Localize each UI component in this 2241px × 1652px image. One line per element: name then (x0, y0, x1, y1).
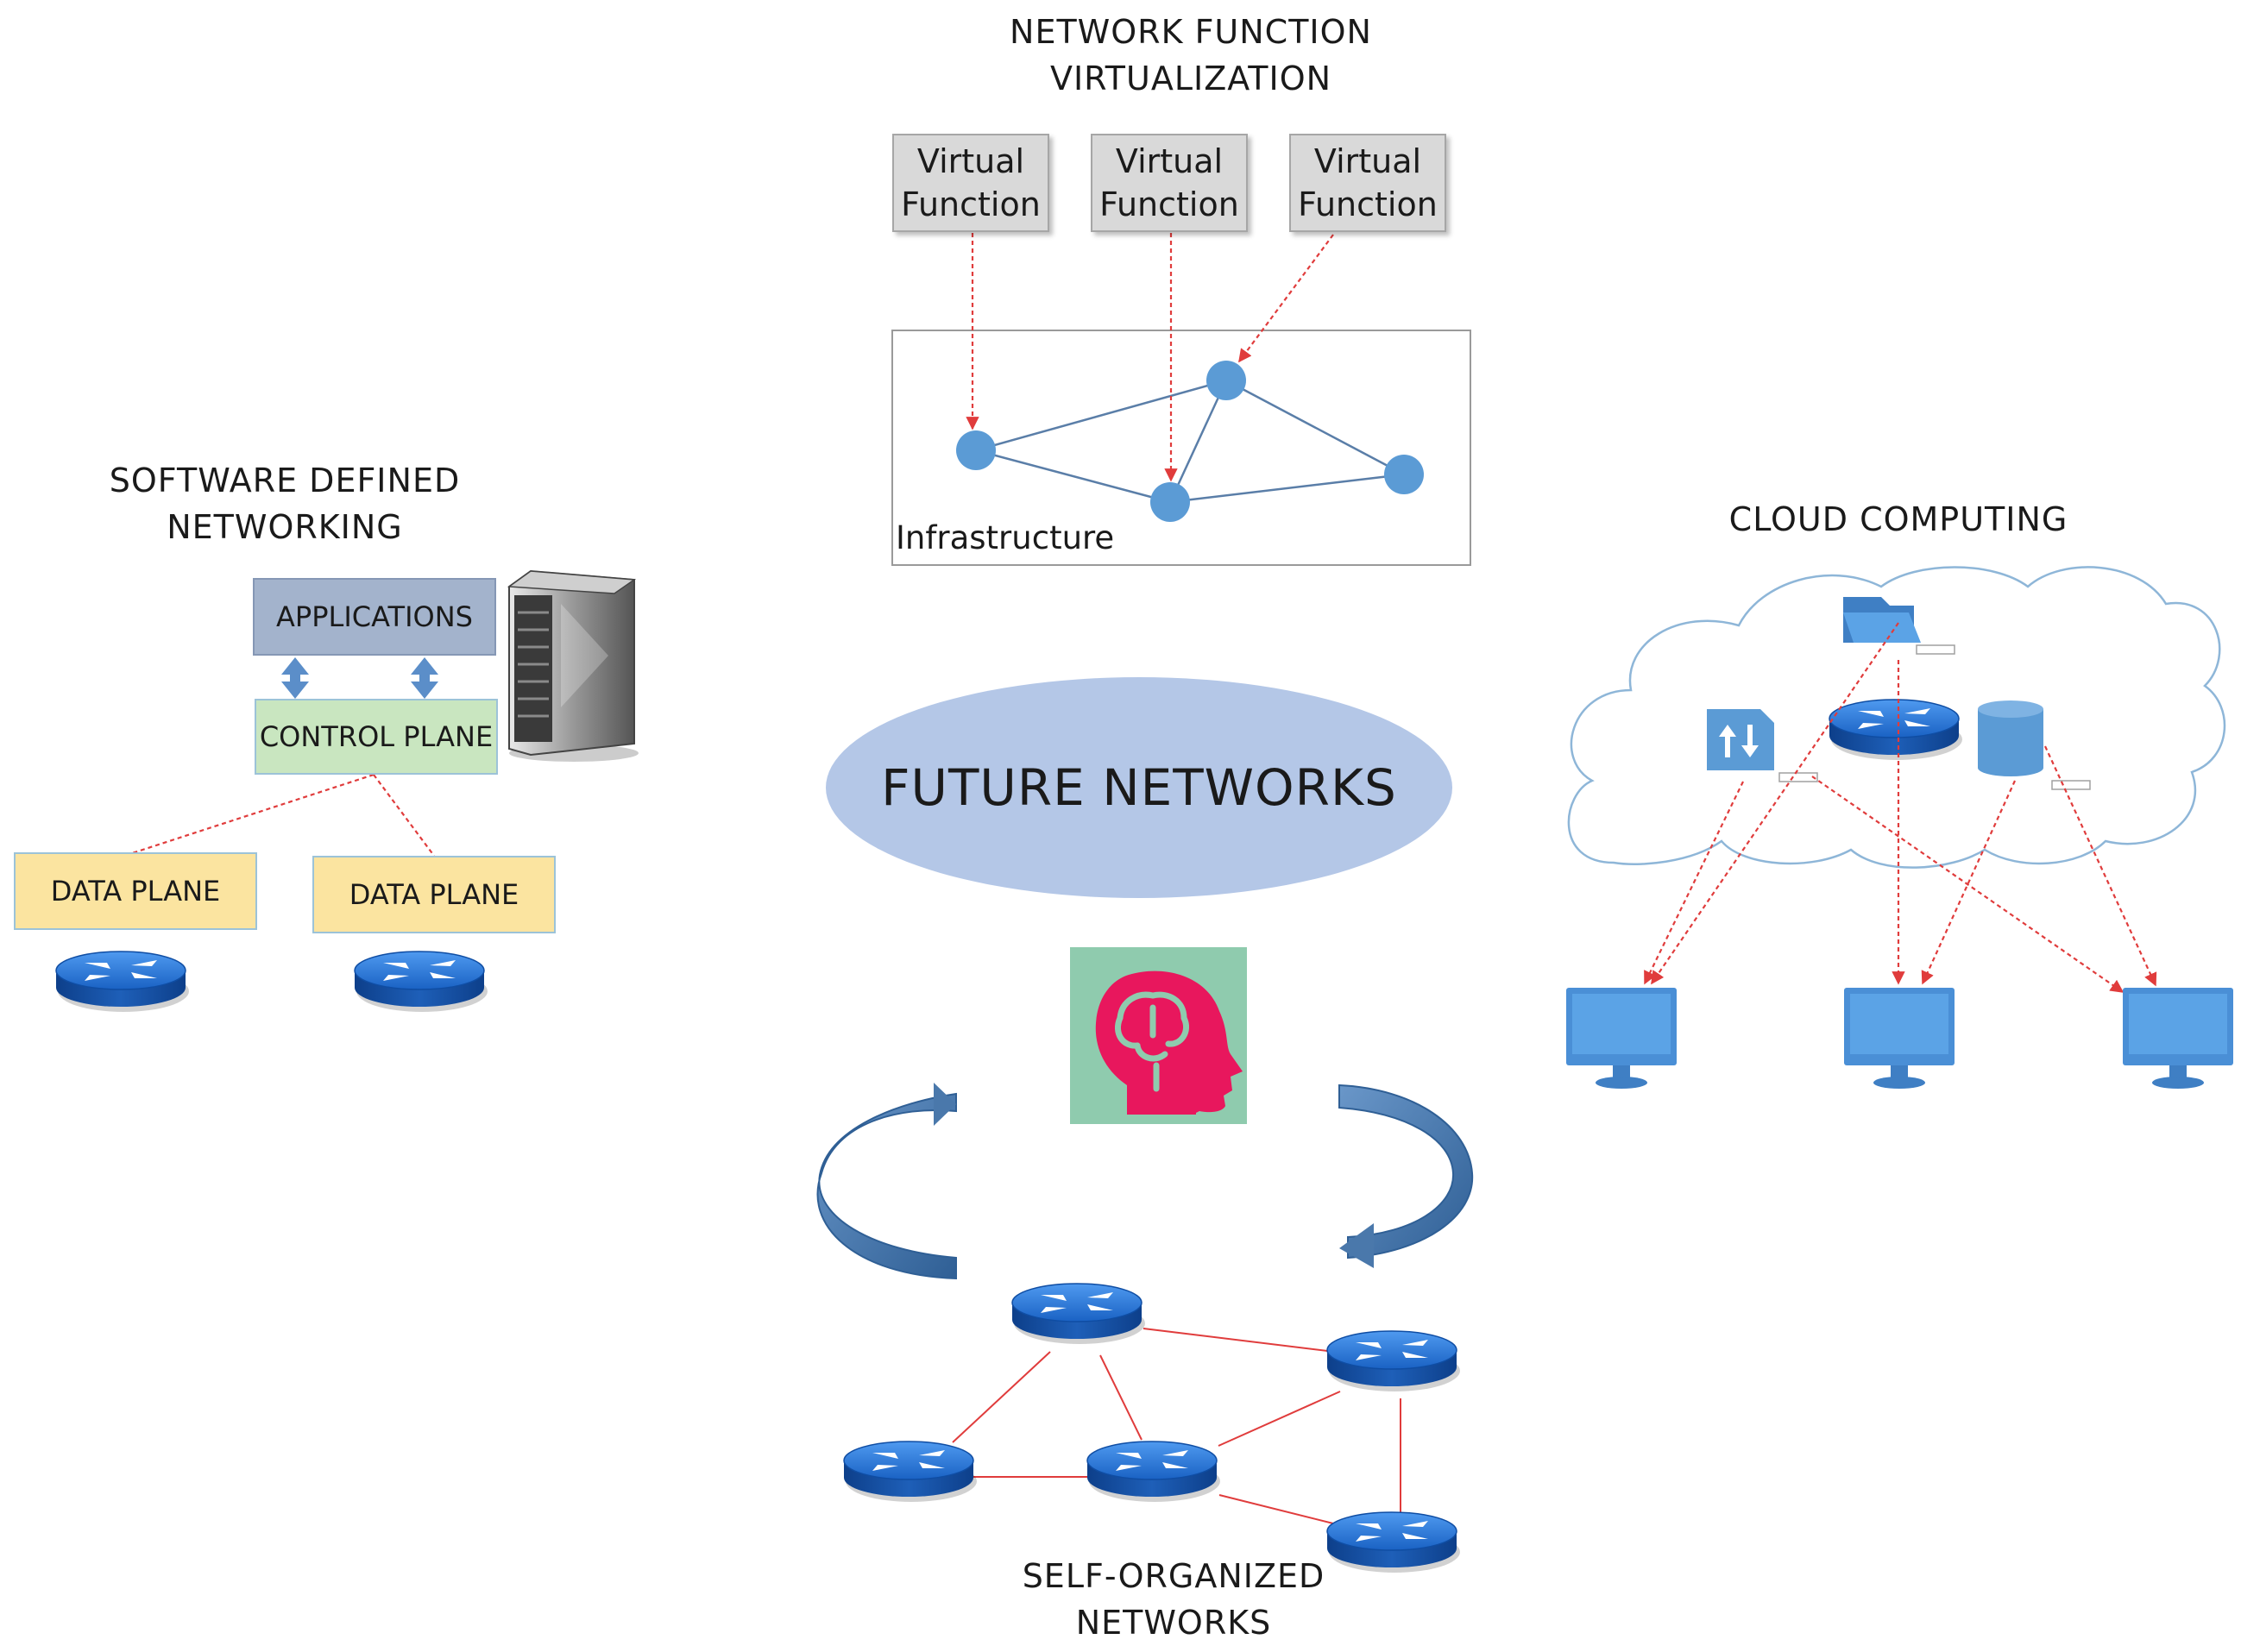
nfv-title-line-1: NETWORK FUNCTION (1010, 13, 1372, 51)
cloud-distribution-arrows (1644, 622, 2157, 993)
virtual-function-box-3: Virtual Function (1289, 134, 1446, 232)
device-tag (2051, 780, 2091, 790)
son-title: SELF-ORGANIZED NETWORKS (958, 1553, 1389, 1646)
infra-node (956, 430, 996, 470)
virtual-function-box-1: Virtual Function (892, 134, 1049, 232)
cloud-computing-title: CLOUD COMPUTING (1728, 500, 2068, 538)
vf-2-line-2: Function (1099, 185, 1239, 223)
future-networks-ellipse (826, 677, 1452, 898)
control-plane-box: CONTROL PLANE (255, 699, 498, 775)
vf-3-line-1: Virtual (1313, 142, 1422, 180)
sdn-title-line-2: NETWORKING (167, 508, 403, 546)
router-icon (55, 951, 190, 1013)
router-icon (1829, 699, 1963, 761)
double-arrow-icon (281, 657, 309, 699)
monitor-icon (1844, 988, 1955, 1089)
infrastructure-links (975, 379, 1405, 504)
database-icon (1978, 700, 2043, 776)
data-plane-box-right: DATA PLANE (312, 856, 556, 933)
sdn-title-line-1: SOFTWARE DEFINED (109, 462, 461, 499)
data-plane-box-left: DATA PLANE (14, 852, 257, 930)
device-tag (1916, 644, 1955, 655)
vf-mapping-arrows (966, 233, 1334, 482)
vf-2-line-1: Virtual (1115, 142, 1224, 180)
son-links (952, 1328, 1401, 1526)
infra-node (1384, 455, 1424, 494)
applications-box: APPLICATIONS (253, 578, 496, 656)
son-title-line-2: NETWORKS (1075, 1604, 1272, 1642)
infrastructure-label: Infrastructure (896, 519, 1115, 556)
transfer-arrows-icon (1707, 709, 1774, 770)
sdn-bidirectional-arrows (281, 657, 438, 699)
infrastructure-nodes (956, 361, 1424, 522)
monitor-icon (2123, 988, 2233, 1089)
control-to-data-links (129, 773, 435, 857)
device-tag (1778, 772, 1818, 782)
infra-node (1206, 361, 1246, 400)
ai-brain-head-icon (1070, 947, 1247, 1124)
cycle-arrow-right (1338, 1084, 1474, 1268)
infra-node (1150, 482, 1190, 522)
router-icon (354, 951, 488, 1013)
server-icon (507, 569, 639, 762)
router-icon (843, 1441, 978, 1503)
vf-1-line-2: Function (901, 185, 1041, 223)
nfv-title: NETWORK FUNCTION VIRTUALIZATION (897, 9, 1484, 102)
router-icon (1011, 1283, 1146, 1345)
sdn-title: SOFTWARE DEFINED NETWORKING (86, 457, 483, 550)
vf-3-line-2: Function (1298, 185, 1438, 223)
future-networks-title: FUTURE NETWORKS (881, 758, 1397, 817)
double-arrow-icon (411, 657, 438, 699)
router-icon (1086, 1441, 1221, 1503)
nfv-title-line-2: VIRTUALIZATION (1049, 60, 1332, 97)
folder-icon (1843, 597, 1921, 643)
vf-1-line-1: Virtual (916, 142, 1025, 180)
son-title-line-1: SELF-ORGANIZED (1022, 1557, 1325, 1595)
cycle-arrow-left (816, 1083, 957, 1280)
router-icon (1326, 1330, 1461, 1392)
virtual-function-box-2: Virtual Function (1091, 134, 1248, 232)
monitor-icon (1566, 988, 1677, 1089)
